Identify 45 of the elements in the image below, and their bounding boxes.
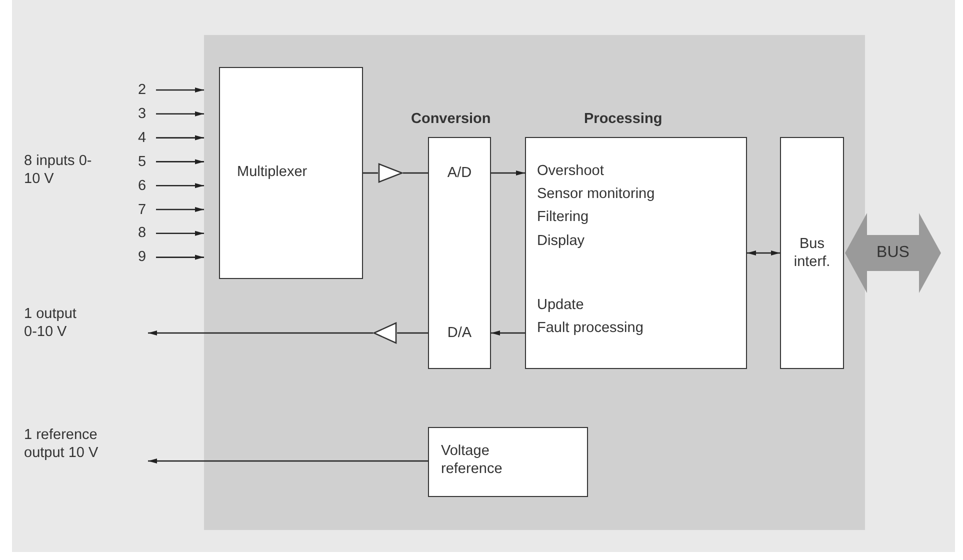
block-label: Multiplexer <box>237 163 308 181</box>
terminal-label: 1 reference output 10 V <box>24 426 100 462</box>
terminal-label: 1 output 0-10 V <box>24 305 78 341</box>
connector-arrow <box>156 111 204 116</box>
block-label: Update <box>537 296 584 314</box>
multiplexer-box <box>219 67 363 279</box>
block-label: Filtering <box>537 208 589 226</box>
connector-arrow <box>156 159 204 164</box>
column-heading: Conversion <box>411 110 491 128</box>
module-panel <box>204 35 865 530</box>
connector-arrow <box>156 135 204 140</box>
block-label: Overshoot <box>537 162 604 180</box>
bus-interface-box <box>780 137 844 369</box>
connector-arrow <box>148 458 428 464</box>
connector-arrow <box>156 254 204 260</box>
amplifier-triangle <box>373 322 397 344</box>
block-label: Voltage reference <box>441 442 504 478</box>
block-label: Bus interf. <box>792 235 832 271</box>
bus-double-arrow <box>845 213 941 293</box>
terminal-label: 6 <box>138 176 148 195</box>
connector-arrow <box>156 230 204 236</box>
connector-arrow <box>156 183 204 188</box>
terminal-label: 8 <box>138 224 148 242</box>
connector-arrow <box>156 207 204 212</box>
input-range-label: 8 inputs 0-10 V <box>24 152 92 188</box>
column-heading: Processing <box>584 110 662 128</box>
connector-arrow <box>491 170 525 176</box>
voltage-reference-box <box>428 427 588 497</box>
connector-arrow <box>156 88 204 92</box>
block-label: Sensor monitoring <box>537 185 655 203</box>
block-label: Display <box>537 232 585 250</box>
block-label: BUS <box>876 244 910 262</box>
block-label: D/A <box>446 324 473 342</box>
block-label: Fault processing <box>537 319 644 337</box>
terminal-label: 5 <box>138 152 148 171</box>
connector-arrow <box>491 330 525 336</box>
connector-arrow <box>747 250 780 256</box>
amplifier-triangle <box>378 163 403 183</box>
terminal-label: 4 <box>138 128 148 147</box>
terminal-label: 9 <box>138 248 148 266</box>
terminal-label: 2 <box>138 81 148 99</box>
block-label: A/D <box>446 164 473 182</box>
connector-arrow <box>148 330 373 336</box>
terminal-label: 3 <box>138 104 148 123</box>
terminal-label: 7 <box>138 200 148 218</box>
